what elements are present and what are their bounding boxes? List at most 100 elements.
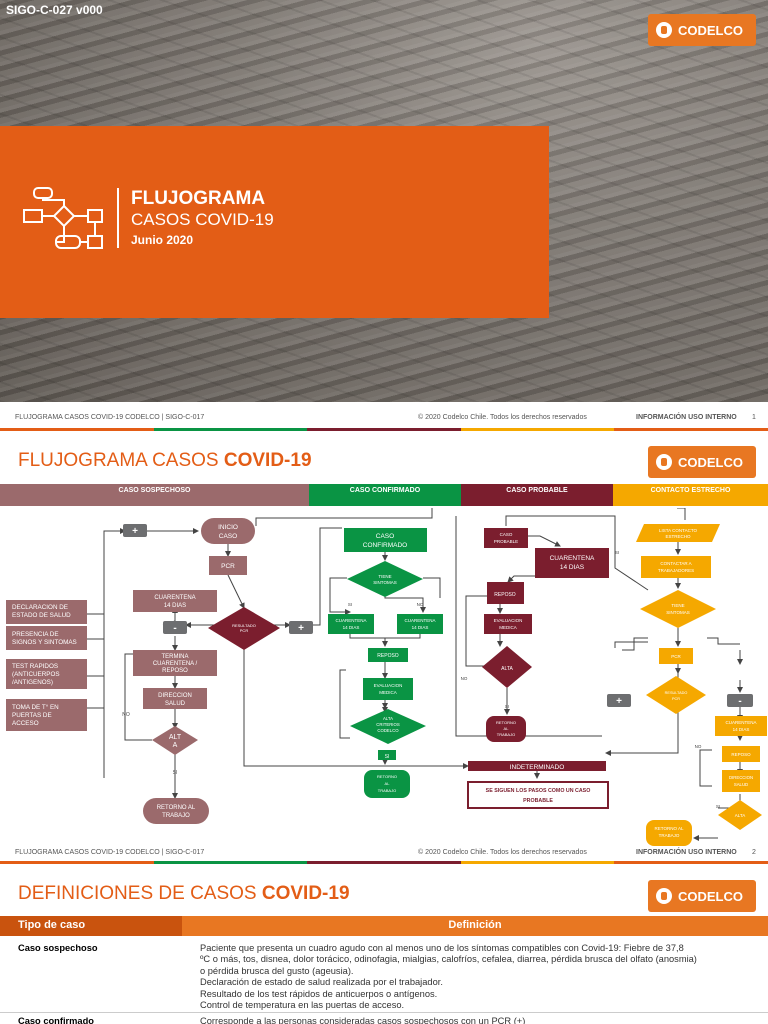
- tse-line1: TIENE: [671, 603, 684, 608]
- alta-probable-decision: [482, 646, 532, 688]
- retorno-contacto-node: [646, 820, 692, 846]
- color-stripe: [0, 861, 768, 864]
- rc-line3: TRABAJO: [378, 788, 396, 793]
- evaluacion-medica-node: [363, 678, 413, 700]
- tiene-sintomas-contacto-decision: [640, 590, 716, 628]
- plus-button: [289, 621, 313, 634]
- title-divider: [117, 188, 119, 248]
- no-label: NO: [417, 602, 424, 607]
- cover-title: FLUJOGRAMA: [131, 188, 266, 209]
- rc-line1: RETORNO: [377, 774, 397, 779]
- de-line1: DIRECCION: [729, 775, 753, 780]
- sintomas-line1: TIENE: [378, 574, 391, 579]
- alta-line2: A: [173, 742, 178, 749]
- cover-date: Junio 2020: [131, 233, 194, 247]
- footer-left: FLUJOGRAMA CASOS COVID-19 CODELCO | SIGO…: [15, 414, 205, 421]
- minus-button: [163, 621, 187, 634]
- plus-label: +: [132, 526, 138, 537]
- criterio-4-line3: ACCESO: [12, 720, 39, 727]
- alta-criterios-decision: [350, 709, 426, 744]
- row-definicion: Corresponde a las personas consideradas …: [182, 1016, 768, 1024]
- document-code: SIGO-C-027 v000: [6, 3, 103, 17]
- codelco-logo: CODELCO: [648, 880, 756, 912]
- page-number: 1: [752, 414, 756, 421]
- cuarentena-no-node: [397, 614, 443, 634]
- criterio-4-line1: TOMA DE T° EN: [12, 703, 59, 711]
- pcr-contacto-node: [659, 648, 693, 664]
- reposo-e-label: REPOSO: [731, 752, 751, 757]
- re-ret-line2: TRABAJO: [659, 833, 680, 838]
- retorno-confirmado-node: [364, 770, 410, 798]
- siguen-line1: SE SIGUEN LOS PASOS COMO UN CASO: [486, 788, 591, 794]
- cq1-line2: 14 DIAS: [343, 625, 360, 630]
- brand-name: CODELCO: [678, 22, 743, 38]
- criterio-1-line1: DECLARACION DE: [12, 604, 68, 611]
- footer-classification: INFORMACIÓN USO INTERNO: [636, 849, 737, 856]
- rc-line2: AL: [385, 781, 391, 786]
- title-bold-text: COVID-19: [261, 883, 350, 904]
- alta-c-line2: CRITERIOS: [376, 722, 400, 727]
- codelco-logo-icon: [656, 888, 672, 904]
- def-line: o pérdida brusca del gusto (ageusia).: [200, 965, 354, 976]
- reposo-probable-node: [487, 582, 524, 604]
- plus-button: [123, 524, 147, 537]
- inicio-caso-node: [201, 518, 255, 544]
- def-line: Corresponde a las personas consideradas …: [200, 1016, 526, 1024]
- pcr-e-label: PCR: [671, 654, 681, 659]
- ep-line2: MEDICA: [499, 625, 517, 630]
- cq1-line1: CUARENTENA: [335, 618, 366, 623]
- termina-line3: REPOSO: [162, 668, 188, 674]
- no-label: NO: [122, 712, 130, 718]
- eval-line1: EVALUACION: [374, 683, 403, 688]
- footer-copyright: © 2020 Codelco Chile. Todos los derechos…: [418, 414, 587, 421]
- pcr-label: PCR: [221, 563, 235, 570]
- si-label: SI: [505, 704, 509, 709]
- col-header-definicion: Definición: [182, 916, 768, 936]
- def-line: Declaración de estado de salud realizada…: [200, 977, 443, 988]
- col-header-tipo: Tipo de caso: [0, 916, 182, 936]
- siguen-line2: PROBABLE: [523, 798, 553, 804]
- cq2-line1: CUARENTENA: [404, 618, 435, 623]
- def-line: Resultado de los test rápidos de anticue…: [200, 988, 438, 999]
- criterio-3-line2: (ANTICUERPOS: [12, 671, 60, 678]
- criteria-list: DECLARACION DE ESTADO DE SALUD PRESENCIA…: [6, 600, 87, 731]
- criterio-1-line2: ESTADO DE SALUD: [12, 612, 71, 619]
- termina-line1: TERMINA: [162, 654, 189, 660]
- title-text: FLUJOGRAMA CASOS: [18, 450, 224, 471]
- reposo-p-label: REPOSO: [494, 592, 516, 598]
- si-label: SI: [173, 770, 178, 776]
- cuarentena-probable-node: [535, 548, 609, 578]
- brand-name: CODELCO: [678, 454, 743, 470]
- plus-button: [607, 694, 631, 707]
- row-tipo: Caso confirmado: [18, 1016, 94, 1024]
- reposo-contacto-node: [722, 746, 760, 762]
- title-bold-text: COVID-19: [223, 450, 312, 471]
- si-label: SI: [615, 550, 619, 555]
- confirmado-line1: CASO: [376, 533, 394, 540]
- category-sospechoso: CASO SOSPECHOSO: [0, 484, 309, 506]
- def-line: Paciente que presenta un cuadro agudo co…: [200, 943, 684, 953]
- ct-line1: CONTACTAR A: [660, 561, 691, 566]
- confirmado-line2: CONFIRMADO: [363, 542, 407, 549]
- alta-decision: [152, 726, 198, 755]
- def-line: ºC o más, tos, disnea, dolor torácico, o…: [200, 954, 697, 965]
- reposo-node: [368, 648, 408, 662]
- cq2-line2: 14 DIAS: [412, 625, 429, 630]
- evaluacion-probable-node: [484, 614, 532, 634]
- resultado-pcr-decision: [208, 607, 280, 650]
- caso-confirmado-node: [344, 528, 427, 552]
- page-number: 2: [752, 849, 756, 856]
- siguen-pasos-note: [467, 781, 609, 809]
- contactar-node: [641, 556, 711, 578]
- alta-contacto-decision: [718, 800, 762, 830]
- criterio-2-line1: PRESENCIA DE: [12, 631, 59, 638]
- indeterminado-node: [468, 761, 606, 771]
- row-definicion: Paciente que presenta un cuadro agudo co…: [182, 943, 768, 1011]
- category-contacto: CONTACTO ESTRECHO: [613, 484, 768, 506]
- si-label: SI: [348, 602, 352, 607]
- cuarentena-line2: 14 DIAS: [164, 603, 186, 609]
- inicio-line1: INICIO: [218, 524, 238, 531]
- alta-e-label: ALTA: [735, 813, 746, 818]
- footer-left: FLUJOGRAMA CASOS COVID-19 CODELCO | SIGO…: [15, 849, 205, 856]
- termina-line2: CUARENTENA /: [153, 661, 198, 667]
